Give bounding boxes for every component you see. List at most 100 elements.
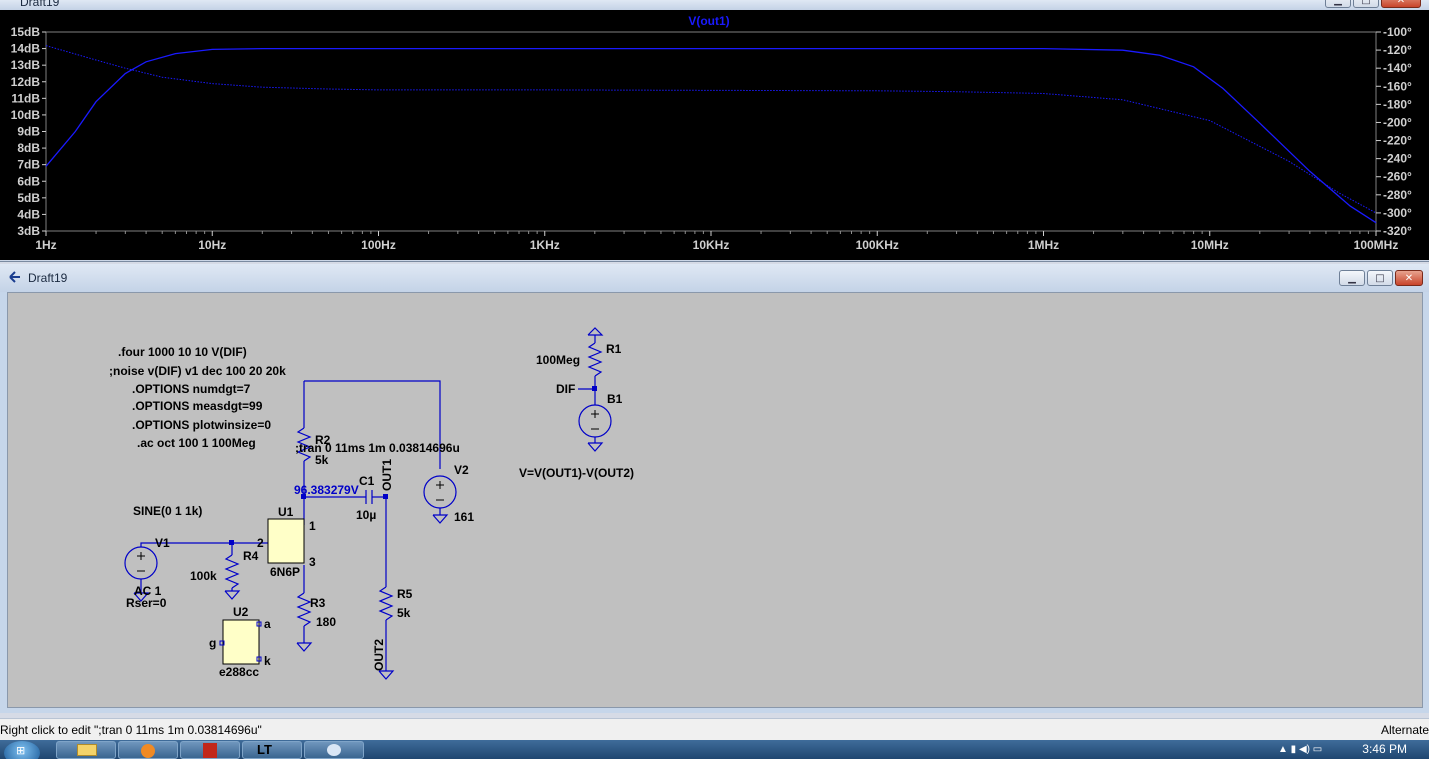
y-right-tick-label: -180°	[1383, 97, 1412, 111]
r5-symbol	[378, 586, 394, 621]
directive-four[interactable]: .four 1000 10 10 V(DIF)	[118, 345, 247, 359]
wire-b-plus	[304, 380, 441, 469]
r4-name[interactable]: R4	[243, 549, 259, 563]
b1-expression[interactable]: V=V(OUT1)-V(OUT2)	[519, 466, 635, 480]
b1-name[interactable]: B1	[607, 392, 623, 406]
schematic-canvas[interactable]: .four 1000 10 10 V(DIF) ;noise v(DIF) v1…	[7, 292, 1423, 708]
y-left-tick-label: 13dB	[11, 58, 41, 72]
y-left-tick-label: 6dB	[17, 174, 40, 188]
y-right-tick-label: -240°	[1383, 152, 1412, 166]
y-left-tick-label: 7dB	[17, 158, 40, 172]
schematic-icon	[9, 271, 20, 283]
directive-tran[interactable]: ;tran 0 11ms 1m 0.03814696u	[295, 441, 460, 455]
y-right-tick-label: -100°	[1383, 25, 1412, 39]
minimize-button[interactable]: ▁	[1325, 0, 1351, 8]
status-bar: Right click to edit ";tran 0 11ms 1m 0.0…	[0, 718, 1429, 740]
r1-symbol	[587, 342, 603, 377]
close-icon: ✕	[1396, 0, 1406, 6]
v2-name[interactable]: V2	[454, 463, 469, 477]
directive-plotwinsize[interactable]: .OPTIONS plotwinsize=0	[132, 418, 272, 432]
r5-value[interactable]: 5k	[397, 606, 411, 620]
directive-noise[interactable]: ;noise v(DIF) v1 dec 100 20 20k	[109, 364, 286, 378]
u2-pin-a: a	[264, 617, 271, 631]
c1-value[interactable]: 10µ	[356, 508, 377, 522]
y-right-tick-label: -260°	[1383, 170, 1412, 184]
y-left-tick-label: 11dB	[11, 91, 40, 105]
y-right-tick-label: -320°	[1383, 224, 1412, 238]
r5-ground	[378, 670, 395, 680]
u1-pin3: 3	[309, 555, 316, 569]
r3-name[interactable]: R3	[310, 596, 326, 610]
v2-value[interactable]: 161	[454, 510, 475, 524]
magnitude-trace	[45, 47, 1377, 224]
status-mode: Alternate	[1380, 723, 1429, 737]
r5-name[interactable]: R5	[397, 587, 413, 601]
taskbar-clock[interactable]: 3:46 PM	[1362, 742, 1407, 756]
x-tick-label: 1KHz	[530, 238, 560, 252]
taskbar-acrobat-button[interactable]	[180, 741, 240, 759]
r2-name[interactable]: R2	[315, 433, 331, 447]
ltspice-icon: LT	[257, 742, 272, 757]
y-left-tick-label: 9dB	[17, 125, 40, 139]
r3-value[interactable]: 180	[316, 615, 337, 629]
y-right-tick-label: -160°	[1383, 79, 1412, 93]
u1-name[interactable]: U1	[278, 505, 294, 519]
b1-ground	[587, 442, 604, 452]
r1-ground-top	[587, 327, 604, 336]
sch-maximize-button[interactable]: □	[1367, 270, 1393, 286]
maximize-button[interactable]: □	[1353, 0, 1379, 8]
directive-measdgt[interactable]: .OPTIONS measdgt=99	[132, 399, 263, 413]
y-left-tick-label: 3dB	[17, 224, 40, 238]
v1-source-spec[interactable]: SINE(0 1 1k)	[133, 504, 203, 518]
plot-titlebar[interactable]: Draft19 ▁ □ ✕	[0, 0, 1429, 10]
y-right-tick-label: -280°	[1383, 188, 1412, 202]
tray-icons[interactable]: ▲ ▮ ◀) ▭	[1278, 744, 1323, 755]
x-tick-label: 100KHz	[856, 238, 899, 252]
plot-window-title: Draft19	[20, 0, 60, 9]
v2-symbol	[423, 475, 457, 509]
paint-icon	[327, 744, 341, 756]
r2-value[interactable]: 5k	[315, 453, 329, 467]
schematic-titlebar[interactable]: Draft19 ▁ □ ✕	[0, 264, 1429, 292]
r2-symbol	[296, 427, 312, 462]
r1-name[interactable]: R1	[606, 342, 622, 356]
v1-ground	[133, 592, 150, 602]
windows-logo-icon: ⊞	[16, 745, 26, 757]
taskbar-paint-button[interactable]	[304, 741, 364, 759]
r1-value[interactable]: 100Meg	[536, 353, 581, 367]
taskbar-explorer-button[interactable]	[56, 741, 116, 759]
sch-close-button[interactable]: ✕	[1395, 270, 1423, 286]
r3-symbol	[296, 592, 312, 627]
r4-value[interactable]: 100k	[190, 569, 217, 583]
y-right-tick-label: -220°	[1383, 134, 1412, 148]
v1-rser[interactable]: Rser=0	[126, 596, 167, 610]
node-voltage-readout[interactable]: 96.383279V	[294, 483, 359, 497]
dif-net-label[interactable]: DIF	[556, 382, 576, 396]
firefox-icon	[141, 744, 155, 758]
status-message: Right click to edit ";tran 0 11ms 1m 0.0…	[0, 723, 262, 737]
v1-symbol	[124, 546, 158, 580]
sch-minimize-button[interactable]: ▁	[1339, 270, 1365, 286]
v2-ground	[432, 514, 449, 524]
taskbar-ltspice-button[interactable]: LT	[242, 741, 302, 759]
v1-name[interactable]: V1	[155, 536, 170, 550]
c1-name[interactable]: C1	[359, 474, 375, 488]
directive-ac[interactable]: .ac oct 100 1 100Meg	[137, 436, 256, 450]
taskbar-firefox-button[interactable]	[118, 741, 178, 759]
u1-model[interactable]: 6N6P	[270, 565, 301, 579]
u2-name[interactable]: U2	[233, 605, 249, 619]
close-button[interactable]: ✕	[1381, 0, 1421, 8]
out1-net-label[interactable]: OUT1	[380, 458, 394, 491]
u2-model[interactable]: e288cc	[219, 665, 260, 679]
u2-pin-k: k	[264, 654, 271, 668]
b1-symbol	[578, 404, 612, 438]
out2-net-label[interactable]: OUT2	[372, 638, 386, 671]
directive-numdgt[interactable]: .OPTIONS numdgt=7	[132, 382, 251, 396]
x-tick-label: 1MHz	[1028, 238, 1059, 252]
y-right-tick-label: -120°	[1383, 43, 1412, 57]
start-button[interactable]: ⊞	[4, 741, 40, 759]
plot-pane[interactable]	[0, 10, 1429, 260]
v1-ac[interactable]: AC 1	[134, 584, 162, 598]
